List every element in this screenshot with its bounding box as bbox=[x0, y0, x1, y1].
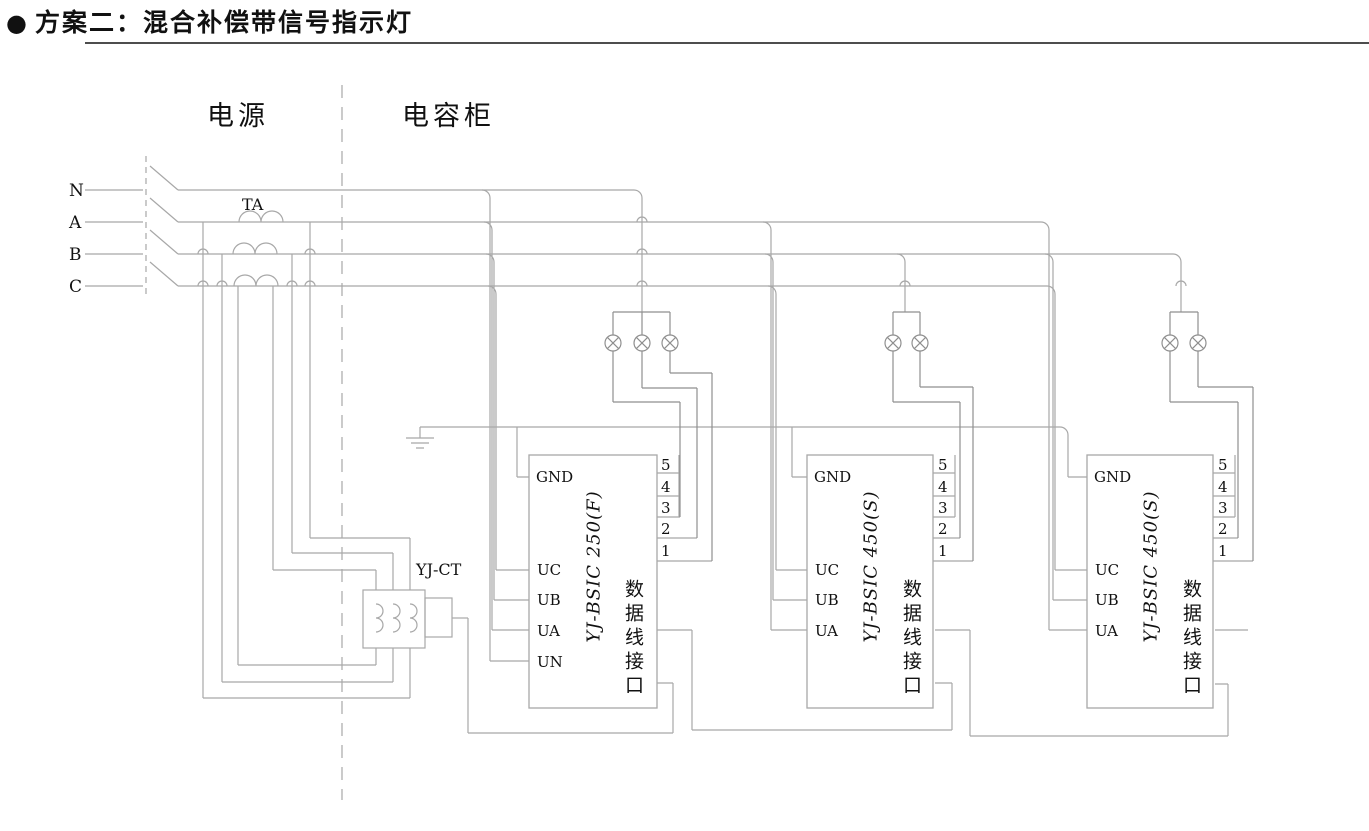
device3-pin-4: 4 bbox=[1218, 478, 1228, 496]
cable-ct-to-device1 bbox=[467, 618, 674, 734]
device2-terminal-stubs bbox=[771, 569, 807, 631]
device2-ua-label: UA bbox=[815, 622, 839, 640]
device2-pin-5: 5 bbox=[938, 456, 948, 474]
phase-label-n: N bbox=[69, 181, 84, 201]
ta-transformers bbox=[202, 210, 411, 699]
section-label-cabinet: 电容柜 bbox=[402, 101, 495, 132]
device1-pin-5: 5 bbox=[661, 456, 671, 474]
yj-ct-connector bbox=[362, 589, 468, 649]
phase-label-c: C bbox=[69, 277, 83, 297]
device3-model-label: YJ-BSIC 450(S) bbox=[1140, 490, 1162, 643]
ground-bus bbox=[406, 426, 1087, 478]
device3-uc-label: UC bbox=[1095, 561, 1120, 579]
device3-pin-3: 3 bbox=[1218, 499, 1228, 517]
device3-pin-5: 5 bbox=[1218, 456, 1228, 474]
device2-uc-label: UC bbox=[815, 561, 840, 579]
pin-ladders bbox=[657, 455, 1253, 562]
device2-data-port-label: 数据线接口 bbox=[900, 579, 922, 699]
device1-pin-2: 2 bbox=[661, 520, 671, 538]
lamp-icon bbox=[1189, 334, 1207, 352]
device2-pin-3: 3 bbox=[938, 499, 948, 517]
lamp-icon bbox=[604, 334, 622, 352]
device1-pin-3: 3 bbox=[661, 499, 671, 517]
device1-data-port-label: 数据线接口 bbox=[622, 579, 644, 699]
device3-pin-2: 2 bbox=[1218, 520, 1228, 538]
device2-gnd-label: GND bbox=[814, 468, 852, 486]
device3-ua-label: UA bbox=[1095, 622, 1119, 640]
phase-label-a: A bbox=[69, 213, 82, 233]
device2-pin-2: 2 bbox=[938, 520, 948, 538]
device1-model-label: YJ-BSIC 250(F) bbox=[583, 490, 605, 643]
title-underline bbox=[85, 42, 1369, 44]
device2-ub-label: UB bbox=[815, 591, 839, 609]
device2-model-label: YJ-BSIC 450(S) bbox=[860, 490, 882, 643]
lamp-icon bbox=[633, 334, 651, 352]
lamp-icon bbox=[661, 334, 679, 352]
device1-ua-label: UA bbox=[537, 622, 561, 640]
ct-coil-icon bbox=[375, 603, 418, 633]
cable-device2-to-device3 bbox=[935, 629, 1229, 737]
device2-pin-1: 1 bbox=[938, 542, 948, 560]
yj-ct-label: YJ-CT bbox=[416, 560, 462, 579]
bullet-icon: ● bbox=[6, 9, 27, 37]
device1-box bbox=[528, 454, 658, 709]
data-cables bbox=[467, 618, 1248, 737]
breaker-blades bbox=[149, 165, 179, 287]
section-label-power: 电源 bbox=[207, 101, 269, 132]
lamp-icon bbox=[884, 334, 902, 352]
device2-box bbox=[806, 454, 934, 709]
device1-uc-label: UC bbox=[537, 561, 562, 579]
device1-gnd-label: GND bbox=[536, 468, 574, 486]
device2-pin-4: 4 bbox=[938, 478, 948, 496]
indicator-lamps bbox=[604, 311, 1254, 561]
earth-ground-icon bbox=[406, 427, 434, 449]
device3-pin-1: 1 bbox=[1218, 542, 1228, 560]
lamp-icon bbox=[911, 334, 929, 352]
device1-terminal-stubs bbox=[490, 569, 529, 662]
device3-ub-label: UB bbox=[1095, 591, 1119, 609]
phase-label-b: B bbox=[69, 245, 82, 265]
device3-data-port-label: 数据线接口 bbox=[1180, 579, 1202, 699]
device1-un-label: UN bbox=[537, 653, 563, 671]
device3-gnd-label: GND bbox=[1094, 468, 1132, 486]
device3-terminal-stubs bbox=[1049, 569, 1087, 631]
device-boxes bbox=[528, 454, 1214, 709]
lamp-icon bbox=[1161, 334, 1179, 352]
device1-pin-4: 4 bbox=[661, 478, 671, 496]
page-title: 方案二：混合补偿带信号指示灯 bbox=[34, 8, 413, 37]
device1-pin-1: 1 bbox=[661, 542, 671, 560]
cable-device1-to-device2 bbox=[657, 629, 953, 731]
page-header: ● 方案二：混合补偿带信号指示灯 bbox=[6, 8, 413, 38]
device1-ub-label: UB bbox=[537, 591, 561, 609]
ta-label: TA bbox=[242, 195, 264, 214]
device3-box bbox=[1086, 454, 1214, 709]
